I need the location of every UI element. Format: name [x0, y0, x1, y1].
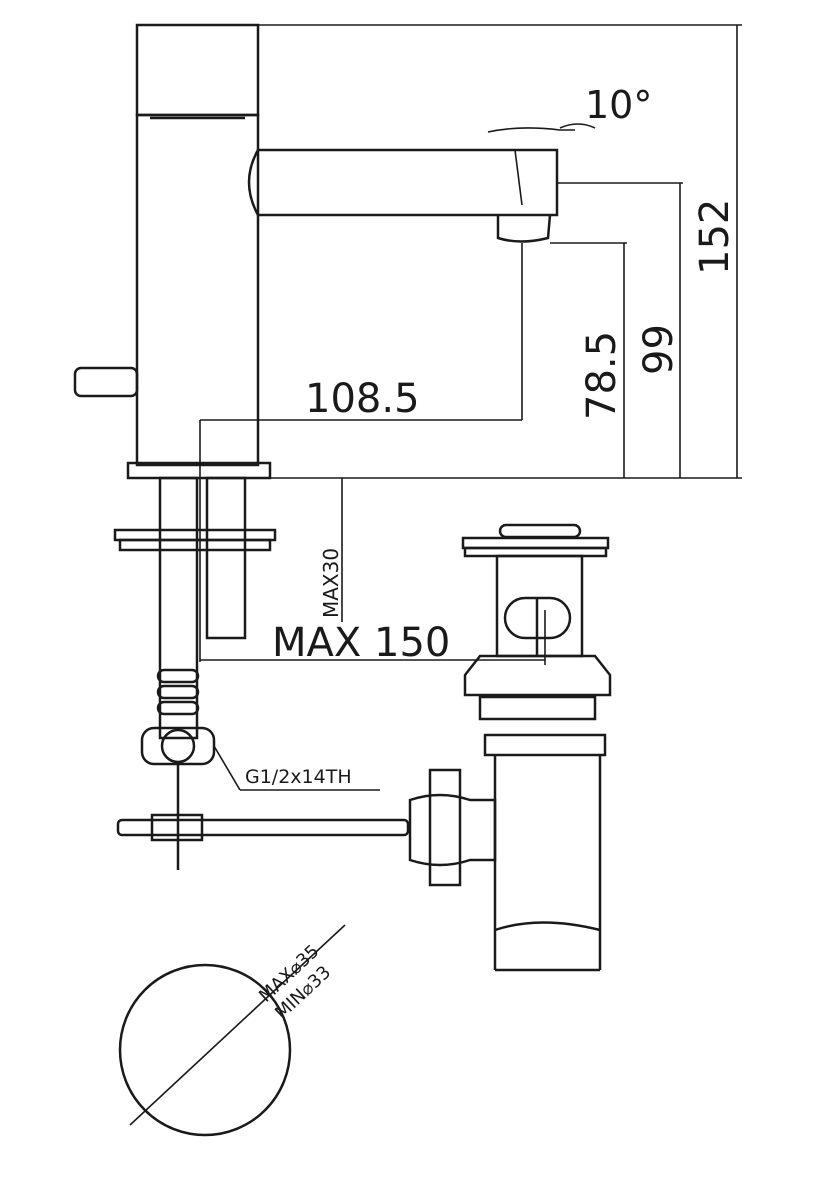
mounting-assembly: [113, 476, 410, 870]
thread-label: G1/2x14TH: [245, 766, 352, 788]
spout-height-label: 99: [636, 324, 682, 375]
angle-label: 10°: [585, 83, 652, 127]
max-distance-label: MAX 150: [272, 620, 450, 666]
outlet-height-label: 78.5: [579, 331, 625, 420]
total-height-label: 152: [692, 199, 738, 275]
spout-reach-label: 108.5: [305, 376, 420, 422]
faucet-body: [73, 23, 575, 480]
max-thickness-label: MAX30: [319, 548, 343, 618]
mounting-hole-diagram: [118, 924, 346, 1137]
pop-up-drain: [408, 523, 612, 972]
